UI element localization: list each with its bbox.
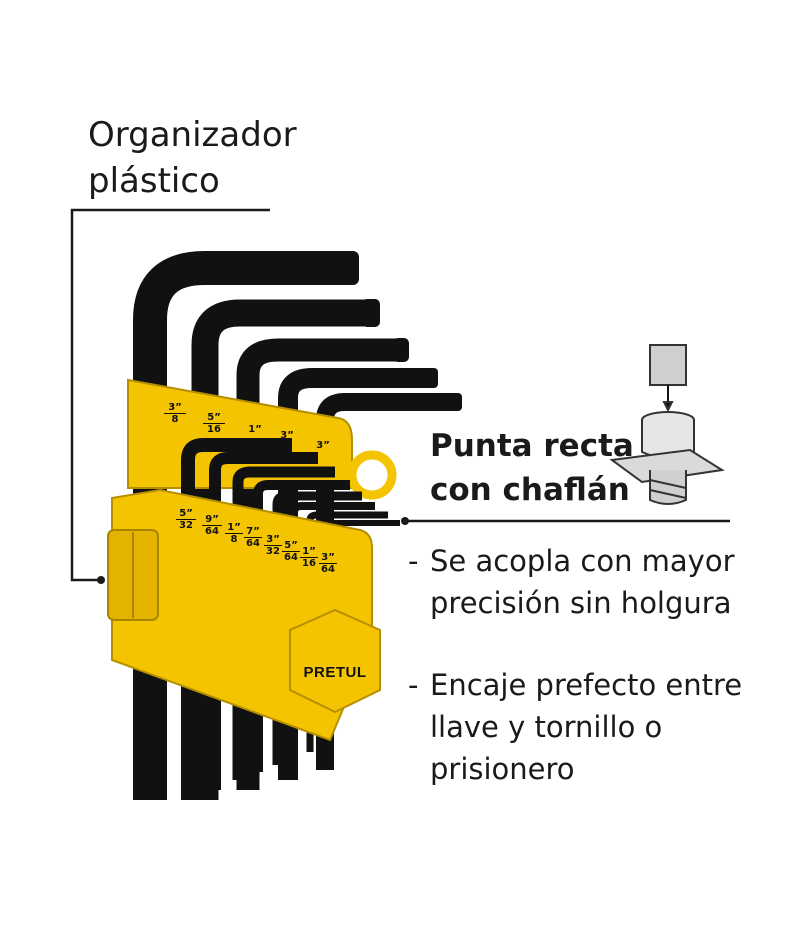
size-label: 1” 16 bbox=[300, 546, 318, 569]
bullet-dash: - bbox=[408, 544, 419, 578]
bullet-text-line: precisión sin holgura bbox=[430, 586, 732, 620]
brand-hexagon bbox=[289, 608, 381, 714]
size-label: 7” 64 bbox=[244, 526, 262, 549]
size-label: 5” 16 bbox=[203, 412, 225, 435]
bullet-dash: - bbox=[408, 668, 419, 702]
size-label: 3” 64 bbox=[319, 552, 337, 575]
tip-callout-dot bbox=[401, 517, 409, 525]
tip-detail-illustration bbox=[609, 344, 725, 505]
tip-callout-line2: con chaflán bbox=[430, 472, 630, 508]
brand-logo-text: PRETUL bbox=[303, 664, 367, 681]
size-label: 9” 64 bbox=[202, 514, 222, 537]
organizer-callout-line1: Organizador bbox=[88, 115, 297, 155]
size-label: 3” bbox=[316, 440, 330, 451]
tip-callout-line1: Punta recta bbox=[430, 428, 634, 464]
bullet-text-line: llave y tornillo o bbox=[430, 710, 663, 744]
tip-callout: Punta recta con chaflán bbox=[430, 424, 634, 512]
organizer-callout: Organizador plástico bbox=[88, 112, 297, 204]
bullet-text-line: Se acopla con mayor bbox=[430, 544, 735, 578]
organizer-callout-dot bbox=[97, 576, 105, 584]
bullet-text-line: prisionero bbox=[430, 752, 575, 786]
size-label: 5” 64 bbox=[282, 540, 300, 563]
large-hex-keys bbox=[133, 251, 455, 800]
size-label: 3” bbox=[280, 430, 294, 441]
size-label: 1” bbox=[248, 424, 262, 435]
organizer-callout-line bbox=[70, 208, 270, 582]
size-label: 3” 32 bbox=[264, 534, 282, 557]
bullet-text-line: Encaje prefecto entre bbox=[430, 668, 743, 702]
size-label: 1” 8 bbox=[225, 522, 243, 545]
size-label: 3” 8 bbox=[164, 402, 186, 425]
large-key-tips bbox=[335, 251, 462, 411]
organizer-callout-line2: plástico bbox=[88, 161, 220, 201]
size-label: 5” 32 bbox=[176, 508, 196, 531]
hanging-loop bbox=[347, 450, 397, 500]
